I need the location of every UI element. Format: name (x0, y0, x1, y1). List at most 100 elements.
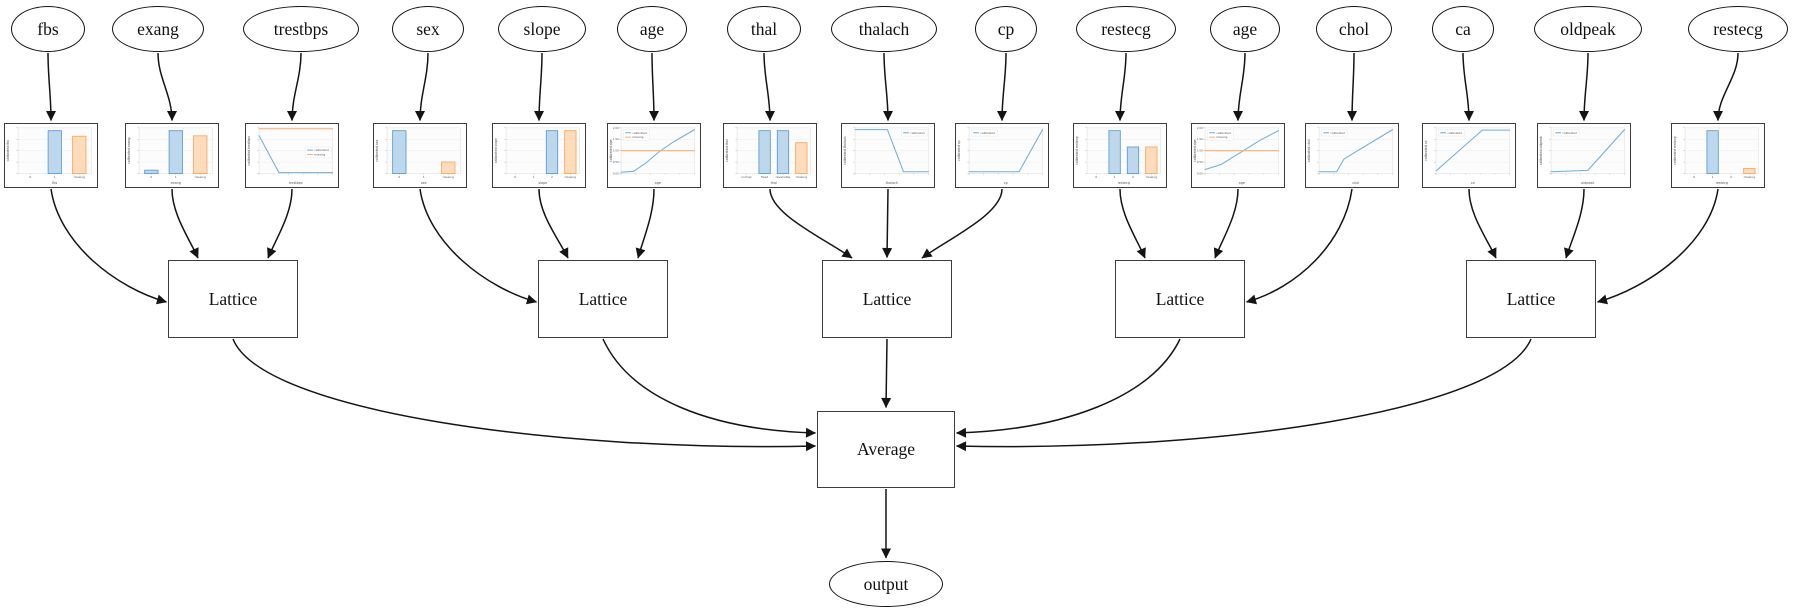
svg-text:missing: missing (1216, 135, 1227, 139)
edge-age-to-chart (648, 52, 659, 121)
svg-text:2: 2 (1132, 175, 1134, 179)
svg-text:2: 2 (1730, 175, 1732, 179)
svg-text:exang: exang (171, 181, 181, 185)
edge-oldpeak-to-chart (1579, 52, 1590, 121)
feature-node-exang: exang (112, 6, 204, 52)
svg-text:normal: normal (741, 175, 751, 179)
edge-restecg-to-chart (1713, 52, 1739, 121)
svg-text:age: age (655, 181, 661, 185)
svg-text:calibrated fbs: calibrated fbs (6, 140, 10, 162)
svg-text:0.50: 0.50 (613, 160, 619, 164)
feature-node-ca-label: ca (1455, 18, 1471, 39)
svg-text:calibrated: calibrated (632, 131, 647, 135)
svg-text:calibrated: calibrated (1562, 131, 1577, 135)
svg-text:missing: missing (74, 175, 85, 179)
edge-chart-chol-to-lattice-4 (1246, 188, 1353, 305)
svg-text:0: 0 (1693, 175, 1695, 179)
feature-node-thalach-label: thalach (858, 18, 910, 39)
svg-text:age: age (1239, 181, 1245, 185)
edge-chart-slope-to-lattice-2 (538, 188, 569, 259)
feature-node-restecg-label: restecg (1713, 18, 1763, 39)
edge-sex-to-chart (415, 52, 429, 121)
svg-text:calibrated: calibrated (314, 148, 329, 152)
svg-text:calibrated age: calibrated age (1193, 139, 1197, 162)
feature-node-restecg: restecg (1076, 6, 1176, 52)
lattice-node-1-label: Lattice (208, 288, 258, 309)
edge-chart-age-to-lattice-4 (1213, 188, 1239, 259)
edge-thalach-to-chart (882, 52, 893, 121)
svg-text:2.00: 2.00 (1197, 126, 1203, 130)
svg-text:1.00: 1.00 (613, 149, 619, 153)
feature-node-exang-label: exang (137, 18, 179, 39)
feature-node-age: age (1210, 6, 1280, 52)
lattice-node-2: Lattice (538, 260, 668, 338)
svg-text:calibrated ca: calibrated ca (1424, 140, 1428, 160)
svg-text:reversible: reversible (776, 175, 791, 179)
feature-node-restecg: restecg (1688, 6, 1788, 52)
feature-node-sex: sex (392, 6, 464, 52)
output-node: output (829, 561, 943, 607)
svg-text:1.50: 1.50 (1197, 137, 1203, 141)
feature-node-trestbps: trestbps (243, 6, 359, 52)
svg-text:0.00: 0.00 (1197, 172, 1203, 176)
svg-text:calibrated chol: calibrated chol (1307, 139, 1311, 162)
lattice-node-1: Lattice (168, 260, 298, 338)
edge-slope-to-chart (534, 52, 545, 121)
svg-text:calibrated restecg: calibrated restecg (1673, 137, 1677, 165)
feature-node-age-label: age (639, 18, 665, 39)
svg-text:calibrated thalach: calibrated thalach (843, 137, 847, 165)
svg-text:sex: sex (421, 181, 427, 185)
svg-text:0: 0 (398, 175, 400, 179)
feature-node-fbs-label: fbs (37, 18, 59, 39)
svg-text:0: 0 (1095, 175, 1097, 179)
svg-text:calibrated restecg: calibrated restecg (1075, 137, 1079, 165)
svg-text:1: 1 (533, 175, 535, 179)
svg-text:calibrated: calibrated (1216, 131, 1231, 135)
edge-lattice-1-to-average (232, 338, 816, 452)
feature-node-age-label: age (1232, 18, 1258, 39)
lattice-node-2-label: Lattice (578, 288, 628, 309)
svg-text:calibrated: calibrated (1330, 131, 1345, 135)
edge-chart-cp-to-lattice-3 (921, 188, 1003, 259)
edge-chart-restecg-to-lattice-5 (1597, 188, 1719, 305)
output-node-label: output (863, 573, 909, 594)
edge-chart-oldpeak-to-lattice-5 (1564, 188, 1585, 259)
edge-age-to-chart (1233, 52, 1246, 121)
svg-text:calibrated: calibrated (1447, 131, 1462, 135)
svg-text:1.00: 1.00 (1197, 149, 1203, 153)
svg-text:1: 1 (54, 175, 56, 179)
svg-text:thalach: thalach (886, 181, 898, 185)
svg-text:0: 0 (514, 175, 516, 179)
edge-chart-age-to-lattice-2 (635, 188, 655, 259)
svg-text:0.50: 0.50 (1197, 160, 1203, 164)
svg-text:missing: missing (565, 175, 576, 179)
svg-text:calibrated slope: calibrated slope (494, 138, 498, 163)
svg-text:1: 1 (1114, 175, 1116, 179)
feature-node-chol: chol (1316, 6, 1392, 52)
svg-text:missing: missing (443, 175, 454, 179)
edge-exang-to-chart (157, 52, 177, 121)
edge-chart-thalach-to-lattice-3 (882, 188, 893, 258)
svg-text:1: 1 (1712, 175, 1714, 179)
feature-node-oldpeak: oldpeak (1534, 6, 1642, 52)
svg-text:calibrated age: calibrated age (609, 139, 613, 162)
svg-text:restecg: restecg (1118, 181, 1130, 185)
svg-text:1: 1 (175, 175, 177, 179)
calibration-chart-age: 2.00 1.50 1.00 0.50 0.00 calibrated age age cal… (1191, 123, 1285, 188)
svg-text:fixed: fixed (761, 175, 768, 179)
svg-text:missing: missing (632, 135, 643, 139)
svg-text:fbs: fbs (52, 181, 57, 185)
feature-node-thal: thal (727, 6, 801, 52)
svg-text:thal: thal (771, 181, 777, 185)
